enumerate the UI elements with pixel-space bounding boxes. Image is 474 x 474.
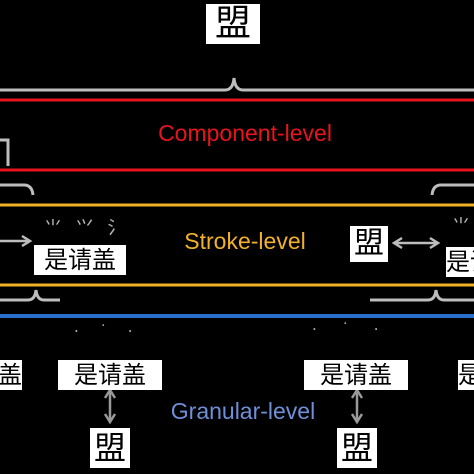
stroke-partial-box: 是请盖 (446, 247, 474, 277)
granular-partial-right-box: 是请盖 (458, 360, 474, 390)
stroke-level-label: Stroke-level (184, 228, 306, 254)
granular-fragments-right: · ˙ · (312, 320, 389, 338)
stroke-target-box: 盟 (350, 226, 388, 262)
granular-level-label: Granular-level (170, 398, 316, 424)
granular-phrase-right-box: 是请盖 (304, 360, 408, 390)
granular-target-right-box: 盟 (337, 428, 377, 468)
granular-fragments-left: · ˙ · (74, 322, 141, 340)
brace-right-granular (370, 289, 474, 302)
stroke-fragments-left: ⺌ ⺍ ⺡ (44, 218, 130, 239)
component-left-bracket (0, 138, 10, 166)
granular-target-left-box: 盟 (90, 428, 130, 468)
stroke-phrase-box: 是请盖 (34, 245, 126, 275)
stroke-fragments-right: ⺌ (452, 216, 470, 237)
brace-left-granular (0, 289, 60, 302)
brace-left-stroke (0, 183, 35, 196)
top-target-char: 盟 (206, 4, 260, 44)
brace-right-stroke (430, 183, 474, 196)
granular-partial-left-box: 盖 (0, 360, 22, 390)
top-brace (0, 77, 474, 92)
component-level-label: Component-level (158, 120, 332, 146)
granular-phrase-left-box: 是请盖 (58, 360, 162, 390)
